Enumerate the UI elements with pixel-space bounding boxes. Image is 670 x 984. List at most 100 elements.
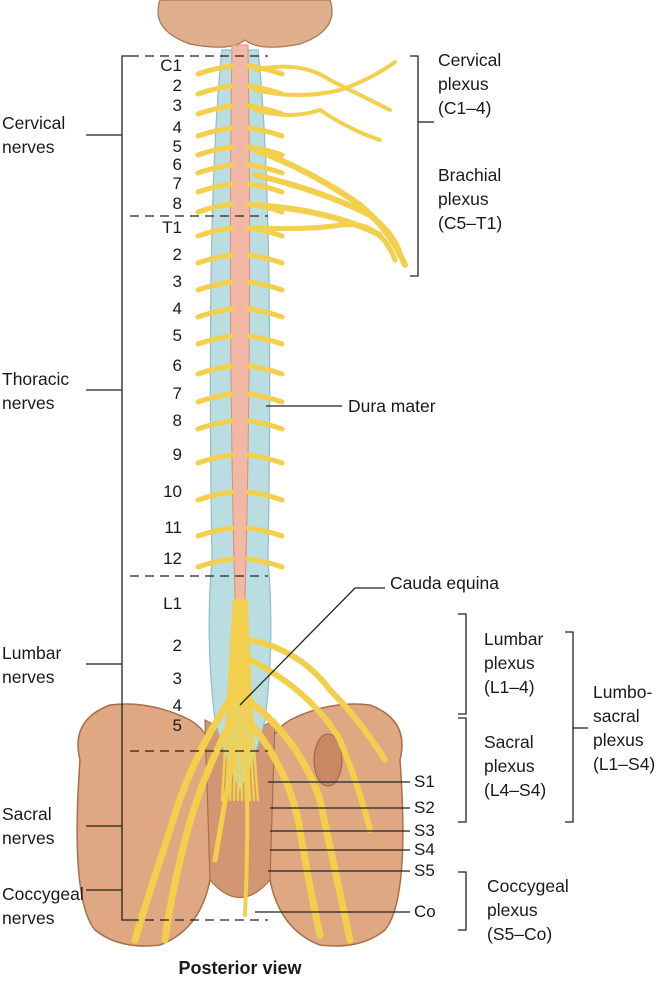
cervical-plexus-label: Cervical plexus (C1–4) [438,50,502,118]
segment-label-cervical: 8 [172,194,182,213]
segment-label-cervical: 6 [172,155,182,174]
nerve-root-right [245,525,285,539]
cervical-plexus-branch [253,64,392,112]
segment-label-thoracic: 7 [172,384,182,403]
segment-label-thoracic: 11 [164,518,182,537]
dura-mater-label: Dura mater [348,396,436,416]
segment-label-cervical: 2 [172,76,182,95]
segment-label-sacral: Co [414,902,436,921]
nerve-root-left [195,525,235,539]
sacral-nerves-label: Sacral nerves [2,804,55,848]
segment-label-sacral: S2 [414,798,435,817]
segment-label-cervical: 7 [172,174,182,193]
bracket-lines [86,55,588,931]
brachial-plexus-branch [252,221,398,263]
pelvis [76,703,404,947]
region-dividers [130,55,268,921]
brachial-plexus-label: Brachial plexus (C5–T1) [438,165,503,233]
nerve-root-left [195,452,235,466]
lumbar-plexus-branch [247,637,388,763]
nerve-root-left [195,279,235,293]
nerve-root-left [195,306,235,320]
nerve-root-right [245,162,285,176]
nerve-root-right [245,252,285,266]
nerve-root-left [195,391,235,405]
cervical-plexus-branch [253,107,382,142]
lumbar-nerves-label: Lumbar nerves [2,643,62,687]
segment-label-thoracic: 12 [163,549,182,568]
segment-label-lumbar: 4 [172,696,182,715]
segment-label-cervical: 3 [172,96,182,115]
coccygeal-nerves-label: Coccygeal nerves [2,884,84,928]
segment-label-sacral: S1 [414,772,435,791]
nerve-root-left [195,363,235,377]
segment-label-thoracic: 4 [172,299,182,318]
cauda-equina-label: Cauda equina [390,573,499,593]
figure-caption: Posterior view [178,958,302,978]
coccygeal-nerve [242,738,250,917]
segment-label-sacral: S4 [414,840,435,859]
nerve-root-left [195,144,235,158]
spinal-nerve-roots [131,60,408,944]
segment-label-lumbar: 2 [172,636,182,655]
sacral-plexus-branch [244,716,324,939]
nerve-root-left [195,418,235,432]
cauda-equina-strand [236,598,241,802]
nerve-root-right [245,333,285,347]
segment-label-lumbar: 5 [172,716,182,735]
sacral-plexus-label: Sacral plexus (L4–S4) [484,732,547,800]
nerve-root-right [245,144,285,158]
skull-base [157,0,333,48]
nerve-root-left [195,201,235,215]
brachial-plexus-branch [252,172,403,258]
segment-label-cervical: 4 [172,118,182,137]
nerve-root-right [245,125,285,139]
segment-label-thoracic: 2 [172,245,182,264]
nerve-root-left [195,125,235,139]
nerve-root-left [195,181,235,195]
nerve-root-right [245,363,285,377]
coccygeal-plexus-label: Coccygeal plexus (S5–Co) [487,876,569,944]
nerve-root-right [245,306,285,320]
segment-label-thoracic: 9 [172,445,182,464]
segment-label-thoracic: 3 [172,272,182,291]
nerve-root-right [245,452,285,466]
nerve-root-left [195,162,235,176]
nerve-root-left [195,225,235,239]
segment-label-cervical: C1 [160,56,182,75]
nerve-root-right [245,181,285,195]
segment-label-sacral: S3 [414,821,435,840]
segment-label-lumbar: 3 [172,669,182,688]
nerve-root-right [245,489,285,503]
segment-label-thoracic: 5 [172,326,182,345]
segment-label-sacral: S5 [414,861,435,880]
nerve-root-left [195,63,235,77]
nerve-root-right [245,391,285,405]
cervical-nerves-label: Cervical nerves [2,113,66,157]
sacral-plexus-branch [244,696,354,944]
segment-label-lumbar: L1 [163,594,182,613]
segment-label-thoracic: T1 [162,218,182,237]
sacral-plexus-branch [161,716,236,944]
cauda-equina-strand [232,598,240,802]
nerve-root-right [245,418,285,432]
nerve-root-right [245,279,285,293]
segment-label-thoracic: 8 [172,411,182,430]
nerve-root-right [245,556,285,570]
thoracic-nerves-label: Thoracic nerves [2,369,70,413]
nerve-root-left [195,103,235,117]
lumbar-plexus-label: Lumbar plexus (L1–4) [484,629,544,697]
cervical-plexus-branch [253,60,397,97]
nerve-root-left [195,556,235,570]
coccygeal-nerve [212,737,239,863]
lumbar-plexus-branch [247,657,373,833]
segment-label-cervical: 5 [172,137,182,156]
nerve-root-left [195,252,235,266]
segment-label-thoracic: 6 [172,356,182,375]
nerve-root-right [245,225,285,239]
lumbosacral-plexus-label: Lumbo- sacral plexus (L1–S4) [593,682,656,774]
sacral-plexus-branch [131,696,234,944]
nerve-root-left [195,333,235,347]
